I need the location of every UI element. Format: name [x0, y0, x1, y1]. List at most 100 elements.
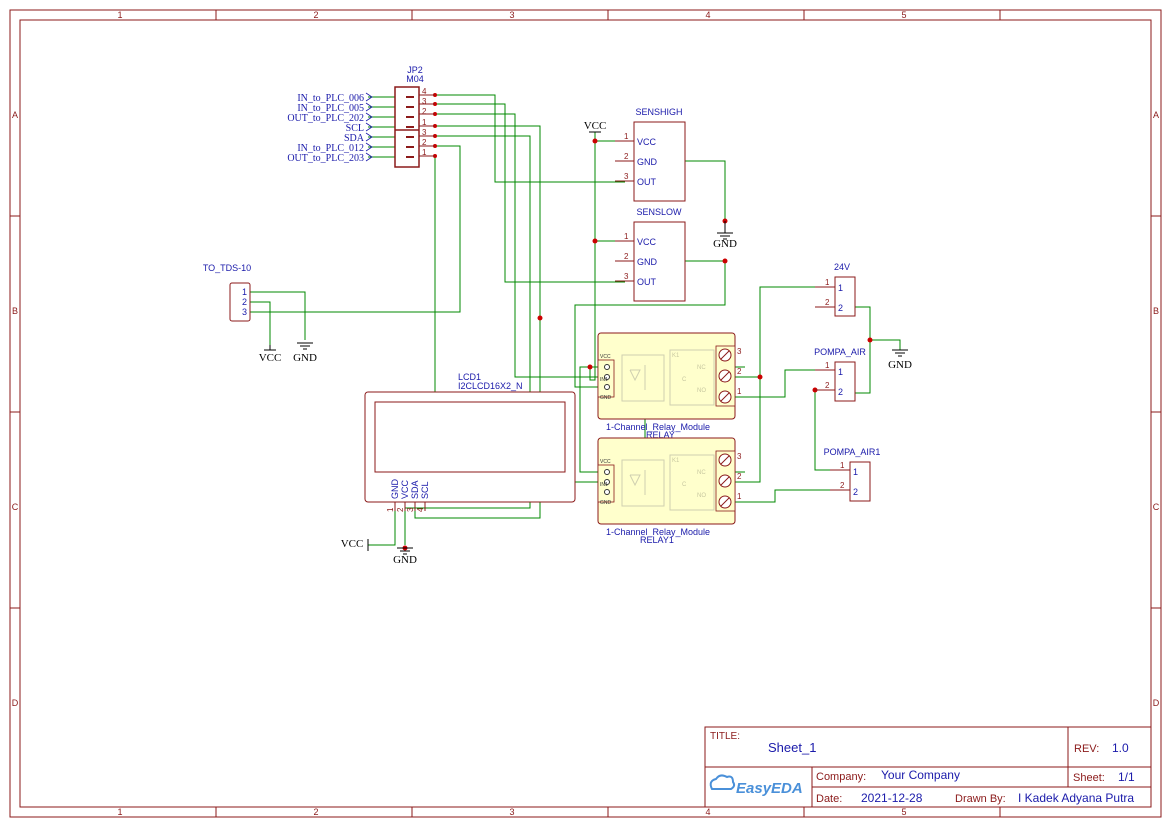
relay-c-label: C: [682, 377, 687, 383]
vcc-label: VCC: [341, 538, 364, 550]
senslow-sensor[interactable]: SENSLOW 1 2 3 VCC GND OUT: [615, 207, 686, 302]
relay1-module[interactable]: VCC IN1 GND K1 NC C NO 3 2 1 1-Channel_R: [597, 437, 742, 545]
relay-module-name: 1-Channel_Relay_Module: [606, 422, 710, 432]
row-label: B: [12, 306, 18, 316]
senslow-pin-name: GND: [637, 257, 658, 267]
senshigh-pin-num: 3: [624, 172, 629, 181]
senshigh-pin-name: OUT: [637, 177, 657, 187]
pompa-air1-pin: 2: [853, 487, 858, 497]
gnd-label: GND: [713, 238, 737, 250]
pompa-air1-pin: 1: [840, 461, 845, 470]
pompa-air[interactable]: POMPA_AIR 12 12: [814, 347, 866, 402]
pompa-air-name: POMPA_AIR: [814, 347, 866, 357]
senshigh-pin-name: GND: [637, 157, 658, 167]
relay1-c-label: C: [682, 482, 687, 488]
company-value: Your Company: [881, 768, 960, 782]
pompa-air1[interactable]: POMPA_AIR1 12 12: [824, 447, 881, 502]
pompa-air1-pin: 1: [853, 467, 858, 477]
lcd-pin-num: 2: [396, 507, 405, 512]
gnd-label: GND: [393, 554, 417, 566]
senshigh-pin-num: 1: [624, 132, 629, 141]
row-label: C: [1153, 502, 1160, 512]
easyeda-logo-text: EasyEDA: [736, 780, 803, 797]
net-label: OUT_to_PLC_203: [287, 153, 364, 164]
col-label: 4: [705, 807, 710, 817]
rev-label: REV:: [1074, 743, 1099, 755]
lcd-value: I2CLCD16X2_N: [458, 381, 523, 391]
tds-name: TO_TDS-10: [203, 263, 251, 273]
tds-pin: 1: [242, 287, 247, 297]
senslow-pin-num: 1: [624, 232, 629, 241]
relay1-in-pin: GND: [600, 500, 612, 506]
drawn-by-value: I Kadek Adyana Putra: [1018, 791, 1134, 805]
pompa-air1-name: POMPA_AIR1: [824, 447, 881, 457]
conn-24v-pin: 2: [838, 303, 843, 313]
col-label: 5: [901, 807, 906, 817]
tds-pin: 2: [242, 297, 247, 307]
jp2-pin: 3: [422, 97, 427, 106]
conn-24v[interactable]: 24V 12 12: [815, 262, 856, 317]
net-label: IN_to_PLC_006: [297, 93, 364, 104]
senslow-pin-num: 3: [624, 272, 629, 281]
senslow-name: SENSLOW: [636, 207, 682, 217]
jp2-pin: 2: [422, 107, 427, 116]
lcd-pin-name: SCL: [420, 481, 430, 499]
tds-pin: 3: [242, 307, 247, 317]
relay-module[interactable]: VCC IN1 GND K1 NC C NO 3 2 1 1-Channel_R: [597, 332, 742, 440]
relay1-ref: RELAY1: [640, 535, 674, 545]
lcd-pin-num: 1: [386, 507, 395, 512]
gnd-symbol: GND: [888, 349, 912, 371]
row-label: D: [12, 698, 19, 708]
relay-k-label: K1: [672, 353, 680, 359]
sheet-value: 1/1: [1118, 770, 1135, 784]
col-label: 2: [313, 10, 318, 20]
gnd-symbol: GND: [393, 547, 417, 566]
drawn-by-label: Drawn By:: [955, 793, 1006, 805]
net-label: IN_to_PLC_005: [297, 103, 364, 114]
lcd-display[interactable]: LCD1 I2CLCD16X2_N GND VCC SDA SCL 1 2 3 …: [364, 372, 576, 512]
row-label: D: [1153, 698, 1160, 708]
vcc-label: VCC: [259, 352, 282, 364]
conn-24v-pin: 2: [825, 298, 830, 307]
relay1-k-label: K1: [672, 458, 680, 464]
col-label: 5: [901, 10, 906, 20]
senshigh-sensor[interactable]: SENSHIGH 1 2 3 VCC GND OUT: [615, 107, 686, 202]
vcc-label: VCC: [584, 120, 607, 132]
relay-out-pin: 1: [737, 387, 742, 396]
relay-in-pin: IN1: [600, 377, 608, 383]
net-label: OUT_to_PLC_202: [287, 113, 364, 124]
relay-in-pin: GND: [600, 395, 612, 401]
senslow-pin-name: OUT: [637, 277, 657, 287]
pompa-air1-pin: 2: [840, 481, 845, 490]
jp2-value: M04: [406, 74, 424, 84]
col-label: 3: [509, 807, 514, 817]
col-label: 2: [313, 807, 318, 817]
relay1-no-label: NO: [697, 493, 706, 499]
relay1-module-name: 1-Channel_Relay_Module: [606, 527, 710, 537]
jp2-connector[interactable]: JP2 M04 4 3 2 1 3 2 1: [394, 65, 435, 168]
lcd-pin-num: 4: [416, 507, 425, 512]
relay1-nc-label: NC: [697, 470, 706, 476]
senslow-pin-name: VCC: [637, 237, 657, 247]
senslow-pin-num: 2: [624, 252, 629, 261]
lcd-pin-name: VCC: [400, 479, 410, 499]
net-label: IN_to_PLC_012: [297, 143, 364, 154]
relay-nc-label: NC: [697, 365, 706, 371]
col-label: 3: [509, 10, 514, 20]
row-label: A: [1153, 110, 1159, 120]
easyeda-logo: EasyEDA: [709, 774, 803, 797]
lcd-ref: LCD1: [458, 372, 481, 382]
gnd-label: GND: [293, 352, 317, 364]
sheet-frame: [9, 9, 1162, 818]
frame-labels: 1 2 3 4 5 1 2 3 4 5 A B C D A B C D: [12, 10, 1160, 817]
jp2-pin: 1: [422, 148, 427, 157]
conn-24v-pin: 1: [825, 278, 830, 287]
senshigh-pin-num: 2: [624, 152, 629, 161]
senshigh-name: SENSHIGH: [635, 107, 682, 117]
tds-connector[interactable]: TO_TDS-10 1 2 3: [203, 263, 251, 322]
date-value: 2021-12-28: [861, 791, 923, 805]
title-label: TITLE:: [710, 731, 740, 742]
relay-ref: RELAY: [646, 430, 675, 440]
pompa-air-pin: 1: [825, 361, 830, 370]
